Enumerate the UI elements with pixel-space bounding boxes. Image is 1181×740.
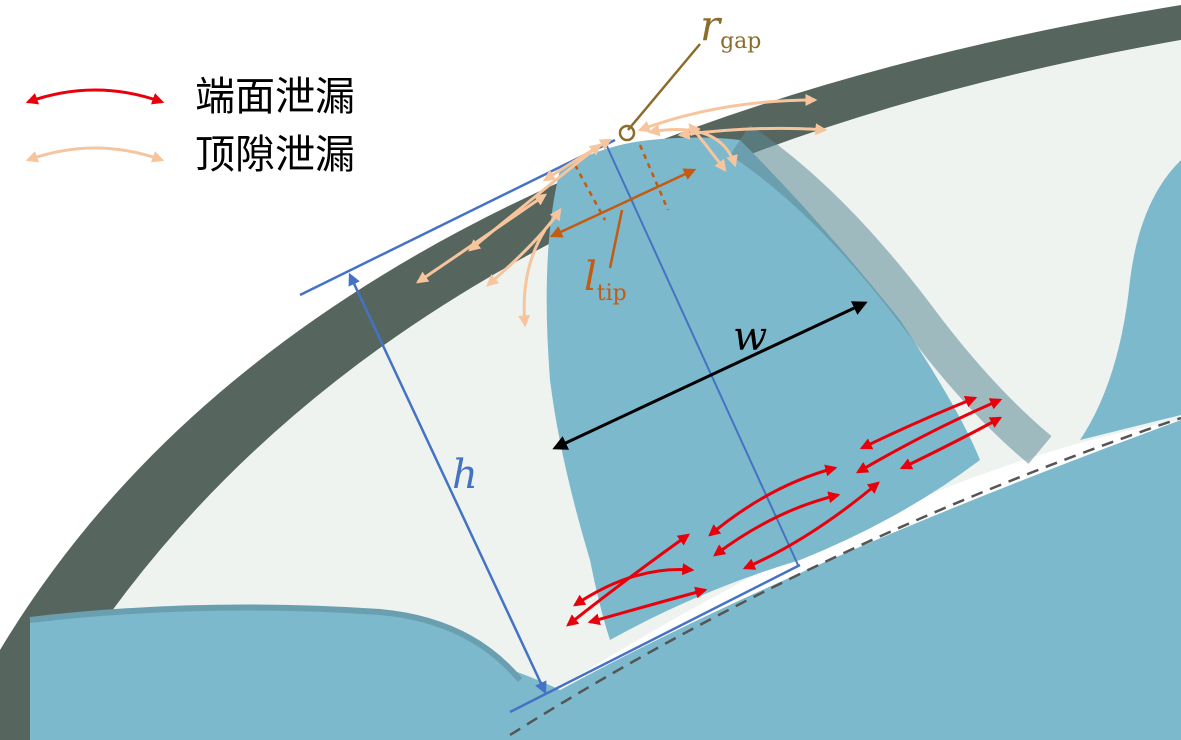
end-face-arrow (587, 586, 708, 626)
tip-arrow (637, 94, 818, 133)
tip-leader (608, 209, 624, 269)
legend-tip-arrow (25, 146, 165, 163)
end-face-leakage-arrows (566, 395, 1003, 627)
l-tip-label: ltip (584, 254, 627, 306)
r-gap-label-sub: gap (720, 29, 761, 54)
r-gap-label-main: r (700, 1, 723, 50)
tip-arrow (543, 138, 613, 182)
w-dimension-arrow (552, 301, 868, 450)
tip-arrow (688, 123, 727, 172)
rotor-tooth-right (1080, 160, 1181, 440)
r-gap-leader (627, 43, 701, 131)
l-tip-label-sub: tip (597, 281, 627, 306)
h-label: h (452, 452, 478, 498)
end-face-arrow (899, 416, 1003, 470)
r-gap-label: rgap (700, 1, 761, 54)
tip-leakage-arrows (416, 94, 828, 328)
l-tip-label-main: l (584, 254, 597, 300)
legend-end-face-arrow (25, 88, 165, 105)
h-dimension-arrow (348, 272, 547, 695)
w-label: w (733, 314, 767, 360)
legend-end-face-label: 端面泄漏 (195, 74, 355, 120)
legend-tip-label: 顶隙泄漏 (195, 132, 355, 178)
legend-box (0, 55, 400, 190)
h-ref-bottom (509, 563, 801, 714)
tip-arrow (518, 229, 547, 328)
end-face-arrow (742, 481, 880, 570)
tip-ref-right (638, 144, 670, 211)
r-gap-marker (618, 124, 636, 142)
